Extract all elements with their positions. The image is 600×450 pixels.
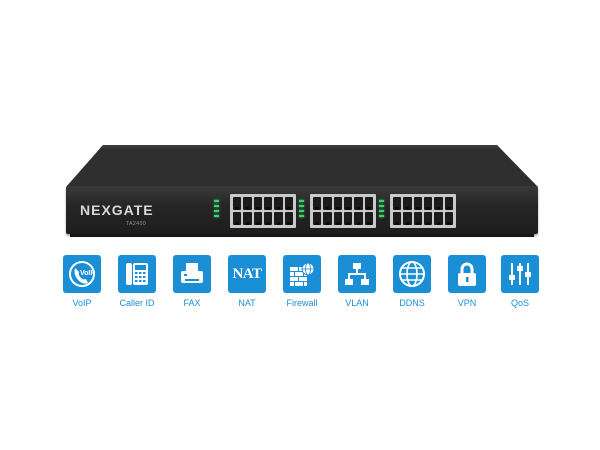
feature-label-qos: QoS bbox=[510, 298, 529, 308]
nat-text-icon: NAT bbox=[228, 255, 266, 293]
feature-label-fax: FAX bbox=[183, 298, 201, 308]
feature-label-vlan: VLAN bbox=[345, 298, 369, 308]
feature-vpn: VPN bbox=[448, 255, 486, 308]
brand-logo: NEXGATE bbox=[80, 202, 154, 218]
gateway-device: NEXGATE TA2400 bbox=[66, 145, 538, 237]
status-leds bbox=[214, 200, 222, 217]
feature-icon-row: VoIP VoIP Caller ID bbox=[63, 255, 539, 315]
feature-qos: QoS bbox=[501, 255, 539, 308]
model-label: TA2400 bbox=[126, 221, 147, 227]
fax-machine-icon bbox=[173, 255, 211, 293]
voip-phone-icon: VoIP bbox=[63, 255, 101, 293]
feature-label-ddns: DDNS bbox=[399, 298, 425, 308]
feature-vlan: VLAN bbox=[338, 255, 376, 308]
feature-label-vpn: VPN bbox=[457, 298, 477, 308]
feature-firewall: Firewall bbox=[283, 255, 321, 308]
feature-label-caller-id: Caller ID bbox=[119, 298, 155, 308]
network-topology-icon bbox=[338, 255, 376, 293]
feature-voip: VoIP VoIP bbox=[63, 255, 101, 308]
equalizer-sliders-icon bbox=[501, 255, 539, 293]
firewall-globe-icon bbox=[283, 255, 321, 293]
globe-icon bbox=[393, 255, 431, 293]
status-leds bbox=[299, 200, 307, 217]
port-block-2 bbox=[310, 194, 376, 228]
feature-label-firewall: Firewall bbox=[286, 298, 318, 308]
status-leds bbox=[379, 200, 387, 217]
port-block-1 bbox=[230, 194, 296, 228]
port-block-3 bbox=[390, 194, 456, 228]
svg-text:VoIP: VoIP bbox=[80, 270, 95, 277]
padlock-icon bbox=[448, 255, 486, 293]
device-base bbox=[70, 234, 534, 237]
feature-caller-id: Caller ID bbox=[118, 255, 156, 308]
feature-ddns: DDNS bbox=[393, 255, 431, 308]
feature-nat: NAT NAT bbox=[228, 255, 266, 308]
device-chassis-top bbox=[66, 145, 538, 187]
feature-label-nat: NAT bbox=[238, 298, 256, 308]
feature-fax: FAX bbox=[173, 255, 211, 308]
feature-label-voip: VoIP bbox=[72, 298, 92, 308]
caller-id-phone-icon bbox=[118, 255, 156, 293]
